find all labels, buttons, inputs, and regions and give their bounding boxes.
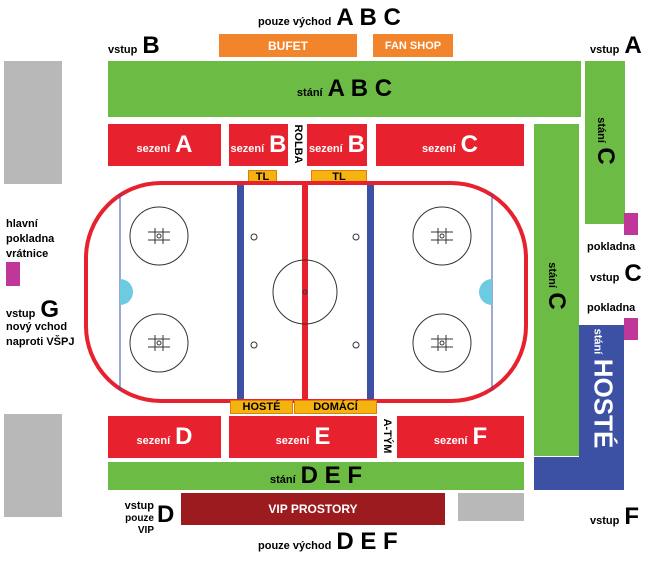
standing-abc-word: stání (296, 87, 323, 99)
ice-rink (84, 181, 528, 403)
seating-c-letter: C (460, 131, 478, 158)
standing-def: stání D E F (108, 462, 524, 490)
standing-hoste-label: stání HOSTÉ (588, 324, 619, 454)
goal-crease-left (120, 279, 133, 305)
entrance-d-text: vstup pouze VIP (108, 500, 154, 537)
grey-area-bottom-left (4, 414, 62, 517)
box-office-2-label: pokladna (587, 302, 636, 314)
box-office-1-label: pokladna (587, 241, 636, 253)
entrance-c: vstup C (590, 262, 642, 286)
seating-b-right-word: sezení (309, 143, 343, 155)
neutral-dot-1 (250, 233, 258, 241)
seating-b-left-word: sezení (230, 143, 265, 155)
vip-area: VIP PROSTORY (181, 493, 445, 525)
seating-d: sezení D (108, 416, 221, 458)
seating-e-letter: E (314, 423, 331, 450)
entrance-a: vstup A (590, 34, 642, 58)
seating-e-word: sezení (275, 435, 310, 447)
entrance-g-word: vstup (6, 308, 36, 320)
standing-hoste-word: stání (591, 328, 604, 355)
seating-c: sezení C (376, 124, 524, 166)
bench-hoste: HOSTÉ (230, 400, 293, 414)
top-exit-text: pouze východ (258, 16, 332, 28)
bottom-exit-text: pouze východ (258, 540, 332, 552)
bottom-exit-label: pouze východ D E F (258, 530, 398, 554)
entrance-b-letter: B (142, 32, 160, 59)
entrance-f-word: vstup (590, 515, 620, 527)
a-tym-label: A-TÝM (381, 418, 393, 454)
bottom-exit-letters: D E F (336, 528, 398, 555)
grey-area-top-left (4, 61, 62, 184)
faceoff-circle-bottom-right (412, 313, 472, 373)
entrance-b-word: vstup (108, 44, 138, 56)
seating-a-letter: A (175, 131, 193, 158)
seating-e: sezení E (229, 416, 377, 458)
neutral-dot-4 (352, 341, 360, 349)
entrance-g: vstup G (6, 298, 59, 322)
standing-c-upper-label: stání C (592, 113, 619, 169)
neutral-dot-2 (352, 233, 360, 241)
buffet: BUFET (219, 34, 357, 57)
faceoff-circle-bottom-left (129, 313, 189, 373)
standing-c-upper-word: stání (595, 117, 607, 143)
seating-d-word: sezení (136, 435, 171, 447)
faceoff-circle-top-right (412, 206, 472, 266)
entrance-f-letter: F (624, 503, 640, 530)
standing-hoste-letters: HOSTÉ (588, 358, 619, 449)
entrance-c-word: vstup (590, 272, 620, 284)
rolba: ROLBA (289, 124, 307, 166)
seating-f-word: sezení (433, 435, 468, 447)
standing-abc: stání A B C (108, 61, 581, 117)
blue-line-left (237, 185, 244, 399)
entrance-d-letter: D (157, 501, 175, 528)
seating-b-right: sezení B (307, 124, 367, 166)
a-tym: A-TÝM (378, 416, 396, 458)
box-office-marker-1 (624, 213, 638, 235)
main-box-office-marker (6, 262, 20, 286)
seating-b-left: sezení B (229, 124, 288, 166)
seating-b-right-letter: B (347, 131, 365, 158)
entrance-c-letter: C (624, 260, 642, 287)
standing-abc-letters: A B C (327, 75, 393, 102)
standing-def-word: stání (269, 474, 296, 486)
entrance-d-word: vstup (124, 500, 154, 512)
blue-line-right (367, 185, 374, 399)
top-exit-letters: A B C (336, 4, 401, 31)
neutral-dot-3 (250, 341, 258, 349)
seating-f: sezení F (397, 416, 524, 458)
grey-area-bottom (458, 493, 524, 521)
entrance-g-letter: G (40, 296, 60, 323)
entrance-a-word: vstup (590, 44, 620, 56)
main-box-office-label: hlavní pokladna vrátnice (6, 218, 55, 260)
rolba-label: ROLBA (292, 124, 304, 164)
box-office-marker-2 (624, 318, 638, 340)
standing-c-lower-letter: C (543, 292, 570, 310)
goal-crease-right (479, 279, 492, 305)
seating-a: sezení A (108, 124, 221, 166)
center-circle (272, 259, 338, 325)
seating-d-letter: D (175, 423, 193, 450)
standing-c-upper: stání C (585, 61, 625, 224)
top-exit-label: pouze východ A B C (258, 6, 401, 30)
center-dot (302, 289, 308, 295)
entrance-d-note: pouze VIP (125, 513, 154, 537)
entrance-f: vstup F (590, 505, 639, 529)
standing-c-lower-word: stání (546, 262, 558, 288)
center-red-line (302, 185, 308, 399)
standing-def-letters: D E F (300, 462, 363, 489)
seating-c-word: sezení (422, 143, 456, 155)
entrance-b: vstup B (108, 34, 160, 58)
entrance-g-note: nový vchod naproti VŠPJ (6, 321, 75, 348)
fan-shop: FAN SHOP (373, 34, 453, 57)
seating-b-left-letter: B (269, 131, 287, 158)
faceoff-circle-top-left (129, 206, 189, 266)
entrance-a-letter: A (624, 32, 642, 59)
seating-a-word: sezení (136, 143, 171, 155)
seating-f-letter: F (472, 423, 488, 450)
bench-domaci: DOMÁCÍ (294, 400, 377, 414)
standing-c-lower: stání C (534, 124, 579, 456)
standing-c-lower-label: stání C (543, 250, 570, 322)
standing-c-upper-letter: C (592, 147, 619, 165)
